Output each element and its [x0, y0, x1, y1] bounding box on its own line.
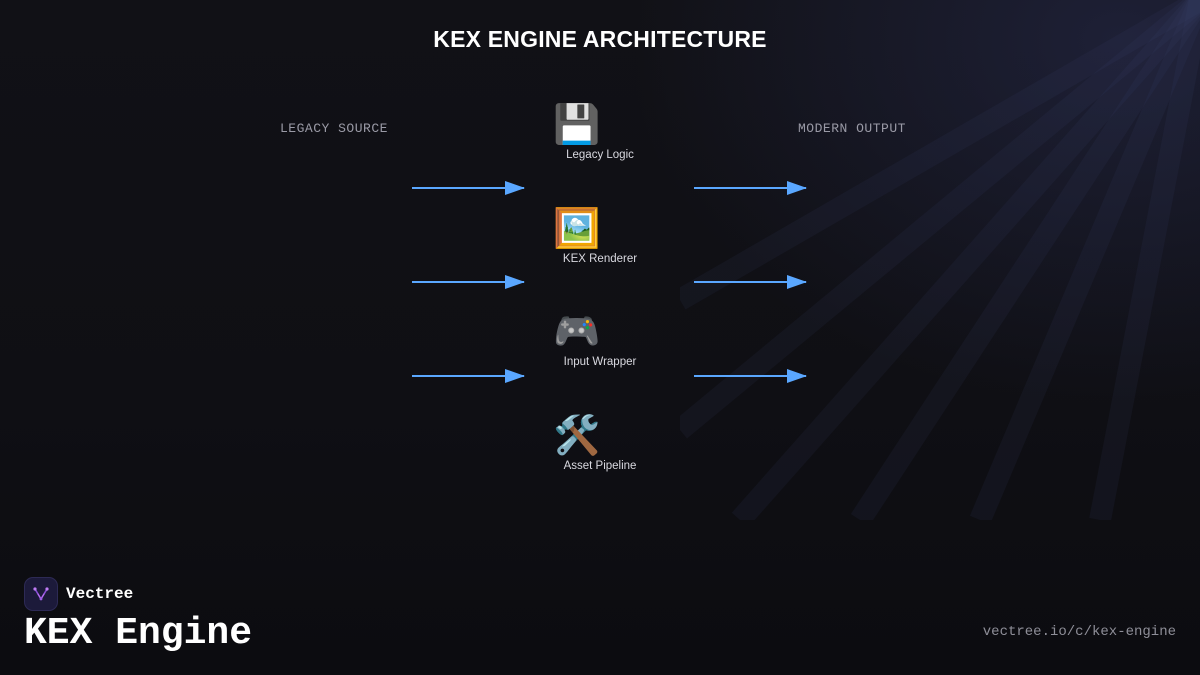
modern-output-label: MODERN OUTPUT	[798, 121, 906, 136]
node-label: Legacy Logic	[566, 149, 634, 161]
game-controller-icon: 🎮	[553, 311, 601, 353]
diagram-title: KEX ENGINE ARCHITECTURE	[433, 26, 767, 52]
node-label: KEX Renderer	[562, 253, 638, 265]
node-label: Asset Pipeline	[563, 460, 637, 472]
hammer-and-wrench-icon: 🛠️	[553, 415, 601, 457]
product-name: KEX Engine	[24, 612, 253, 655]
floppy-disk-icon: 💾	[553, 104, 601, 146]
legacy-source-label: LEGACY SOURCE	[280, 121, 388, 136]
brand: Vectree	[24, 577, 133, 611]
framed-picture-icon: 🖼️	[553, 208, 601, 250]
brand-name: Vectree	[66, 585, 134, 603]
page-url: vectree.io/c/kex-engine	[982, 624, 1176, 640]
vectree-logo-icon	[24, 577, 58, 611]
node-label: Input Wrapper	[563, 356, 637, 368]
